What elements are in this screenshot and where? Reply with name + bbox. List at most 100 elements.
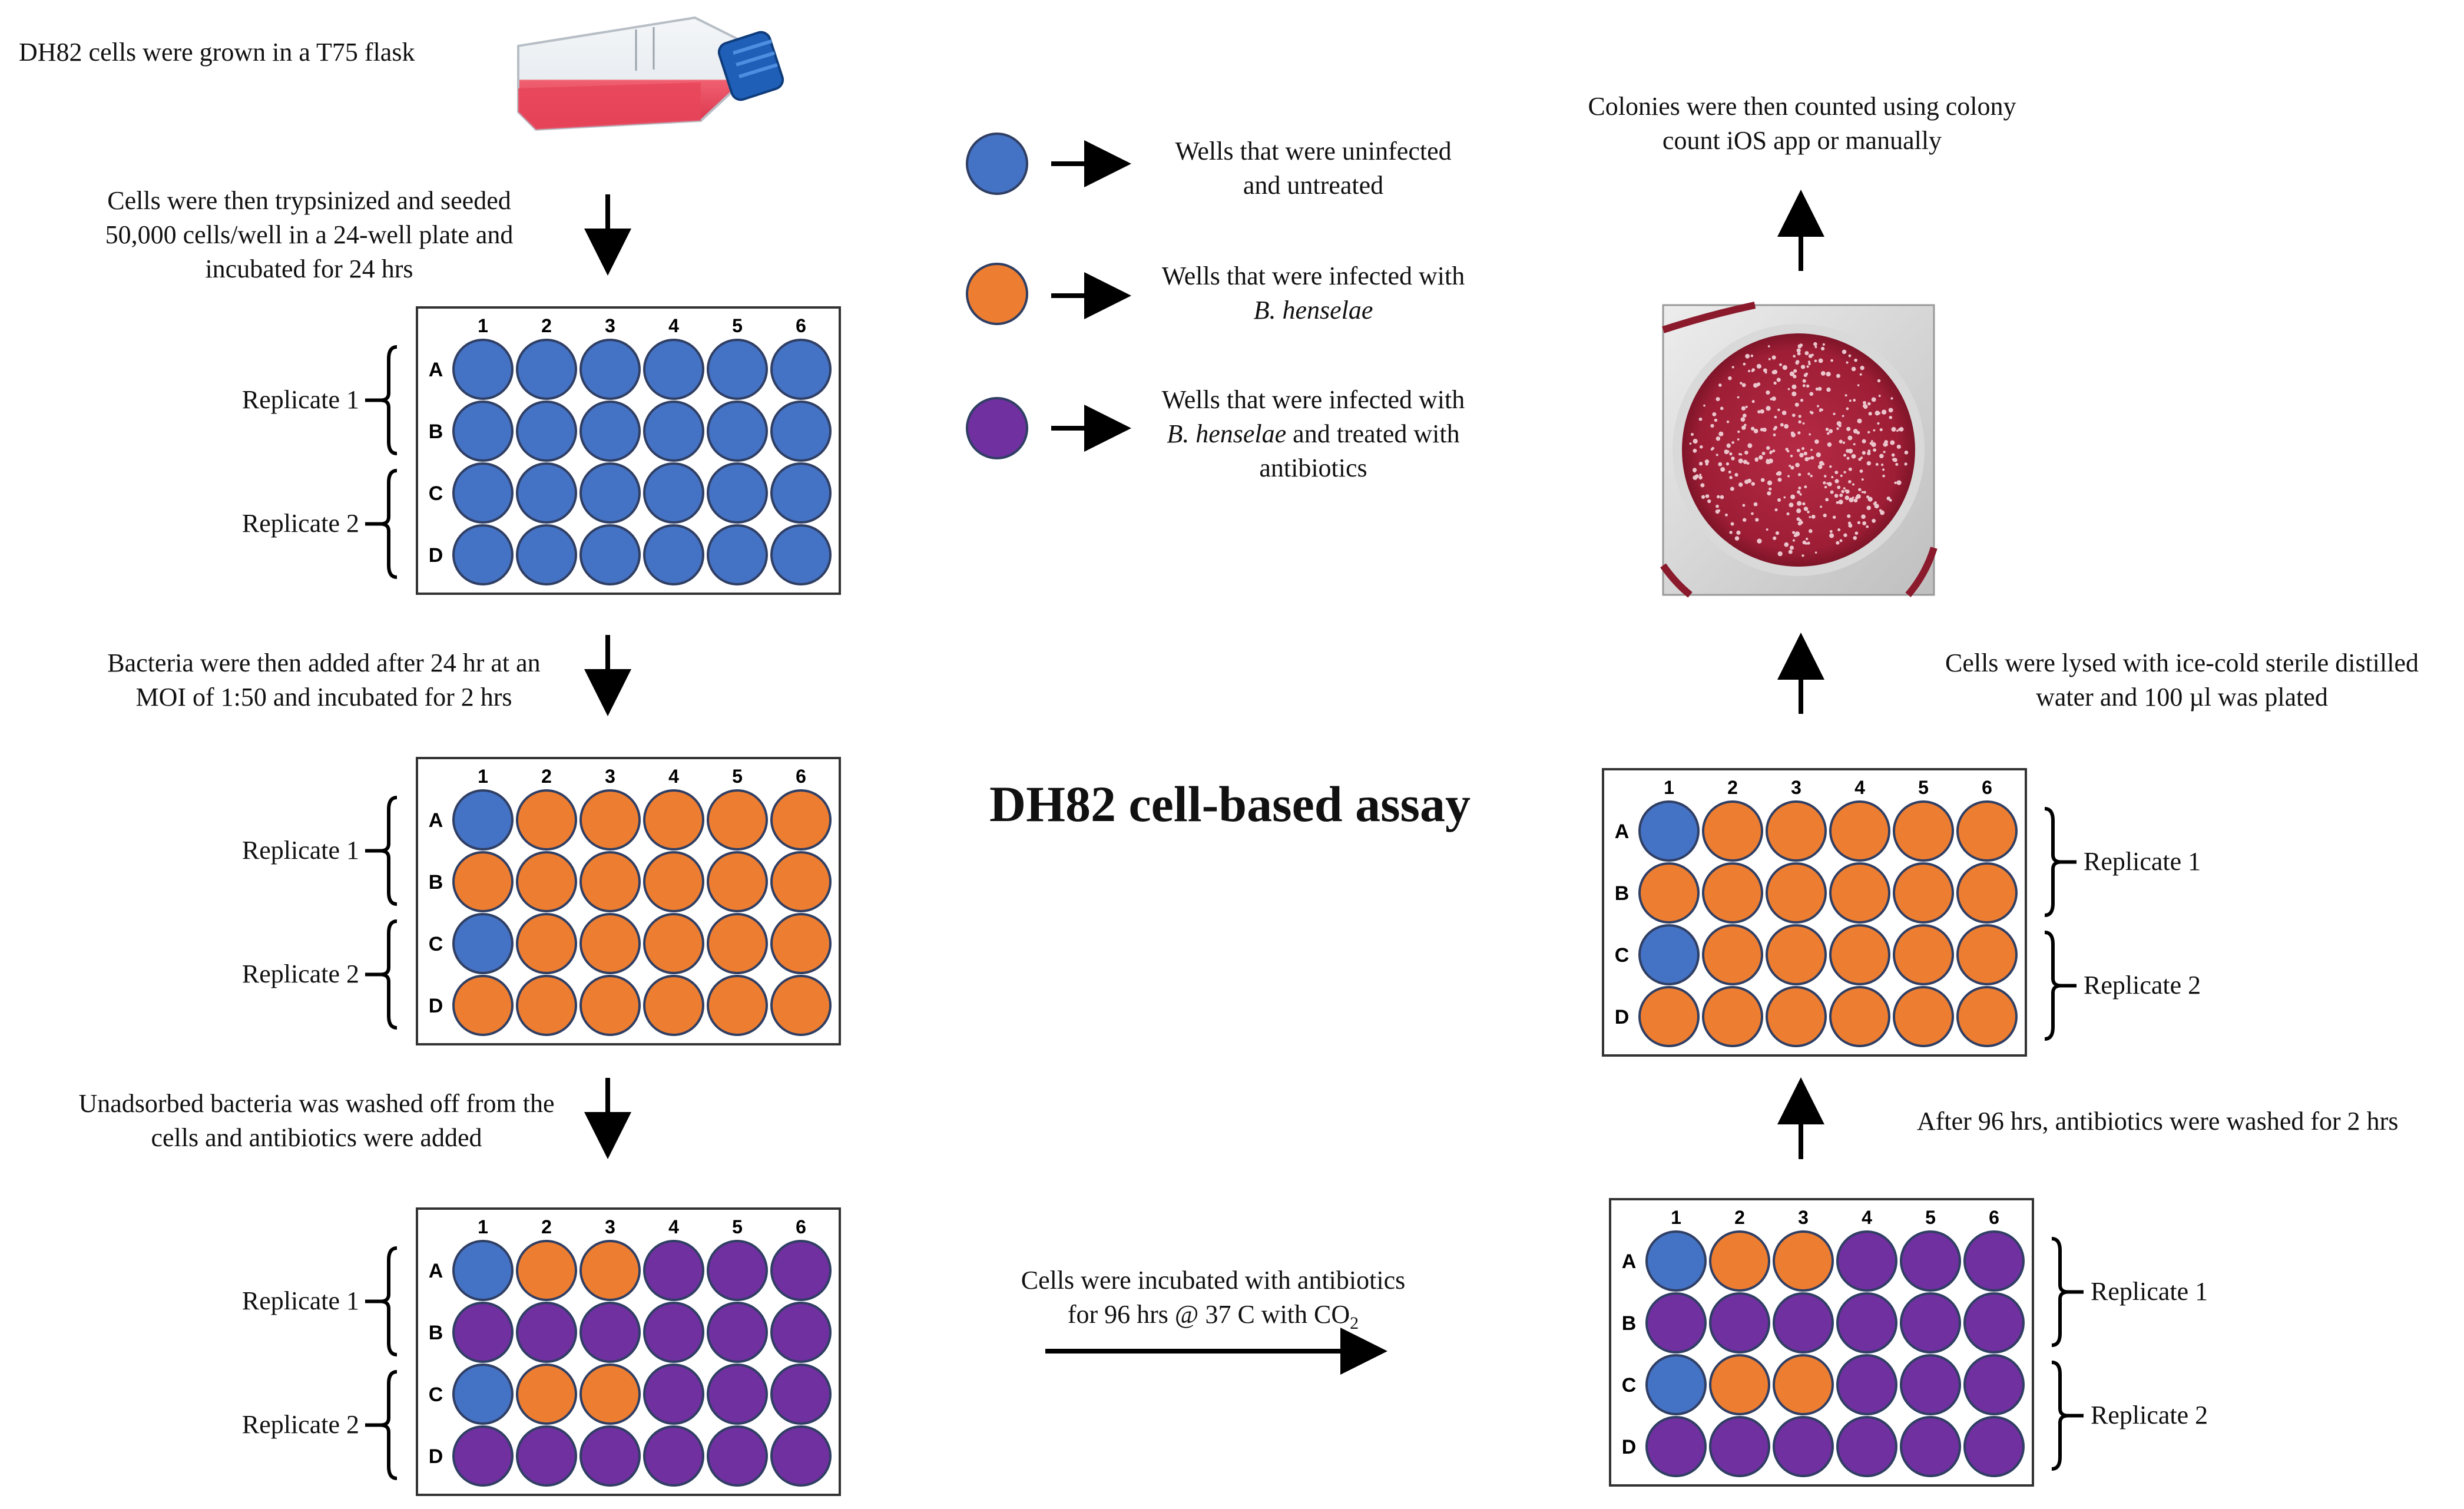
well	[516, 1240, 577, 1301]
row-label: B	[1622, 1312, 1637, 1335]
row-label: A	[1622, 1250, 1637, 1273]
well	[1893, 800, 1954, 862]
step-incubate-text: Cells were incubated with antibiotics fo…	[966, 1263, 1460, 1341]
well	[1893, 924, 1954, 985]
well	[643, 1302, 704, 1363]
replicate-label: Replicate 1	[2091, 1276, 2208, 1306]
well	[1702, 924, 1763, 985]
legend-uninfected-swatch	[966, 133, 1028, 195]
bracket	[380, 469, 398, 579]
column-label: 2	[541, 1216, 552, 1237]
well	[707, 913, 768, 974]
well	[770, 1240, 832, 1301]
column-label: 2	[1734, 1207, 1745, 1228]
legend-treated-species: B. henselae	[1167, 419, 1287, 448]
step-lyse-text: Cells were lysed with ice-cold sterile d…	[1917, 646, 2447, 714]
well	[1773, 1230, 1834, 1292]
column-label: 2	[541, 315, 552, 336]
well	[1645, 1354, 1707, 1415]
well	[1893, 862, 1954, 924]
well	[1829, 924, 1890, 985]
replicate-label: Replicate 1	[241, 835, 359, 865]
step-incubate-line-2-main: for 96 hrs @ 37 C with CO	[1067, 1300, 1350, 1329]
replicate-label: Replicate 2	[241, 508, 359, 538]
well	[1709, 1354, 1770, 1415]
step-bacteria-line-1: Bacteria were then added after 24 hr at …	[107, 648, 541, 677]
well	[643, 1425, 704, 1487]
step-incubate-line-1: Cells were incubated with antibiotics	[1021, 1266, 1406, 1295]
well	[452, 1302, 514, 1363]
legend-uninfected-line-2: and untreated	[1243, 171, 1384, 200]
well	[707, 401, 768, 462]
well	[707, 851, 768, 912]
well	[452, 1364, 514, 1425]
well	[1836, 1230, 1897, 1292]
step-wash-text: Unadsorbed bacteria was washed off from …	[41, 1087, 592, 1155]
well	[1709, 1416, 1770, 1477]
column-label: 1	[478, 766, 488, 787]
bracket	[2044, 807, 2062, 917]
well	[452, 789, 514, 851]
well	[452, 1240, 514, 1301]
well	[1709, 1230, 1770, 1292]
replicate-label: Replicate 1	[241, 1286, 359, 1315]
column-label: 5	[732, 315, 743, 336]
well	[770, 913, 832, 974]
step-bacteria-text: Bacteria were then added after 24 hr at …	[53, 646, 595, 714]
well	[1702, 800, 1763, 862]
well	[643, 1364, 704, 1425]
well	[1702, 862, 1763, 924]
well	[1956, 862, 2018, 924]
column-label: 3	[1798, 1207, 1809, 1228]
legend-treated-line-2-rest: and treated with	[1286, 419, 1460, 448]
replicate-label: Replicate 1	[241, 385, 359, 414]
well	[1956, 924, 2018, 985]
replicate-label: Replicate 2	[2091, 1400, 2208, 1429]
row-label: A	[1615, 820, 1630, 843]
row-label: D	[1622, 1436, 1637, 1458]
row-label: A	[429, 1260, 443, 1282]
well	[707, 789, 768, 851]
column-label: 4	[1854, 777, 1865, 798]
well	[452, 1425, 514, 1487]
column-label: 5	[732, 766, 743, 787]
well	[707, 462, 768, 524]
well	[579, 462, 641, 524]
column-label: 6	[1989, 1207, 1999, 1228]
well	[452, 401, 514, 462]
well	[707, 1364, 768, 1425]
replicate-label: Replicate 2	[241, 959, 359, 988]
well	[516, 1364, 577, 1425]
well	[579, 789, 641, 851]
column-label: 3	[605, 1216, 615, 1237]
step-seed-text: Cells were then trypsinized and seeded 5…	[35, 184, 583, 286]
well	[516, 975, 577, 1036]
well	[579, 1425, 641, 1487]
well	[579, 1302, 641, 1363]
row-label: D	[429, 1445, 443, 1468]
legend-infected-swatch	[966, 263, 1028, 325]
well	[1766, 800, 1827, 862]
bracket	[2044, 931, 2062, 1041]
step-count-line-1: Colonies were then counted using colony	[1588, 92, 2016, 121]
well	[452, 462, 514, 524]
well	[1645, 1416, 1707, 1477]
well	[643, 789, 704, 851]
step-bacteria-line-2: MOI of 1:50 and incubated for 2 hrs	[135, 683, 512, 712]
well	[770, 339, 832, 400]
well	[1900, 1354, 1961, 1415]
well	[1963, 1230, 2025, 1292]
well	[1766, 862, 1827, 924]
replicate-label: Replicate 2	[2084, 970, 2201, 1000]
well	[770, 524, 832, 585]
column-label: 5	[732, 1216, 743, 1237]
row-label: A	[429, 809, 443, 832]
well	[516, 401, 577, 462]
row-label: B	[429, 421, 443, 443]
well	[770, 1302, 832, 1363]
well	[1956, 986, 2018, 1047]
well	[579, 851, 641, 912]
step-seed-line-1: Cells were then trypsinized and seeded	[107, 186, 511, 215]
column-label: 6	[796, 1216, 806, 1237]
